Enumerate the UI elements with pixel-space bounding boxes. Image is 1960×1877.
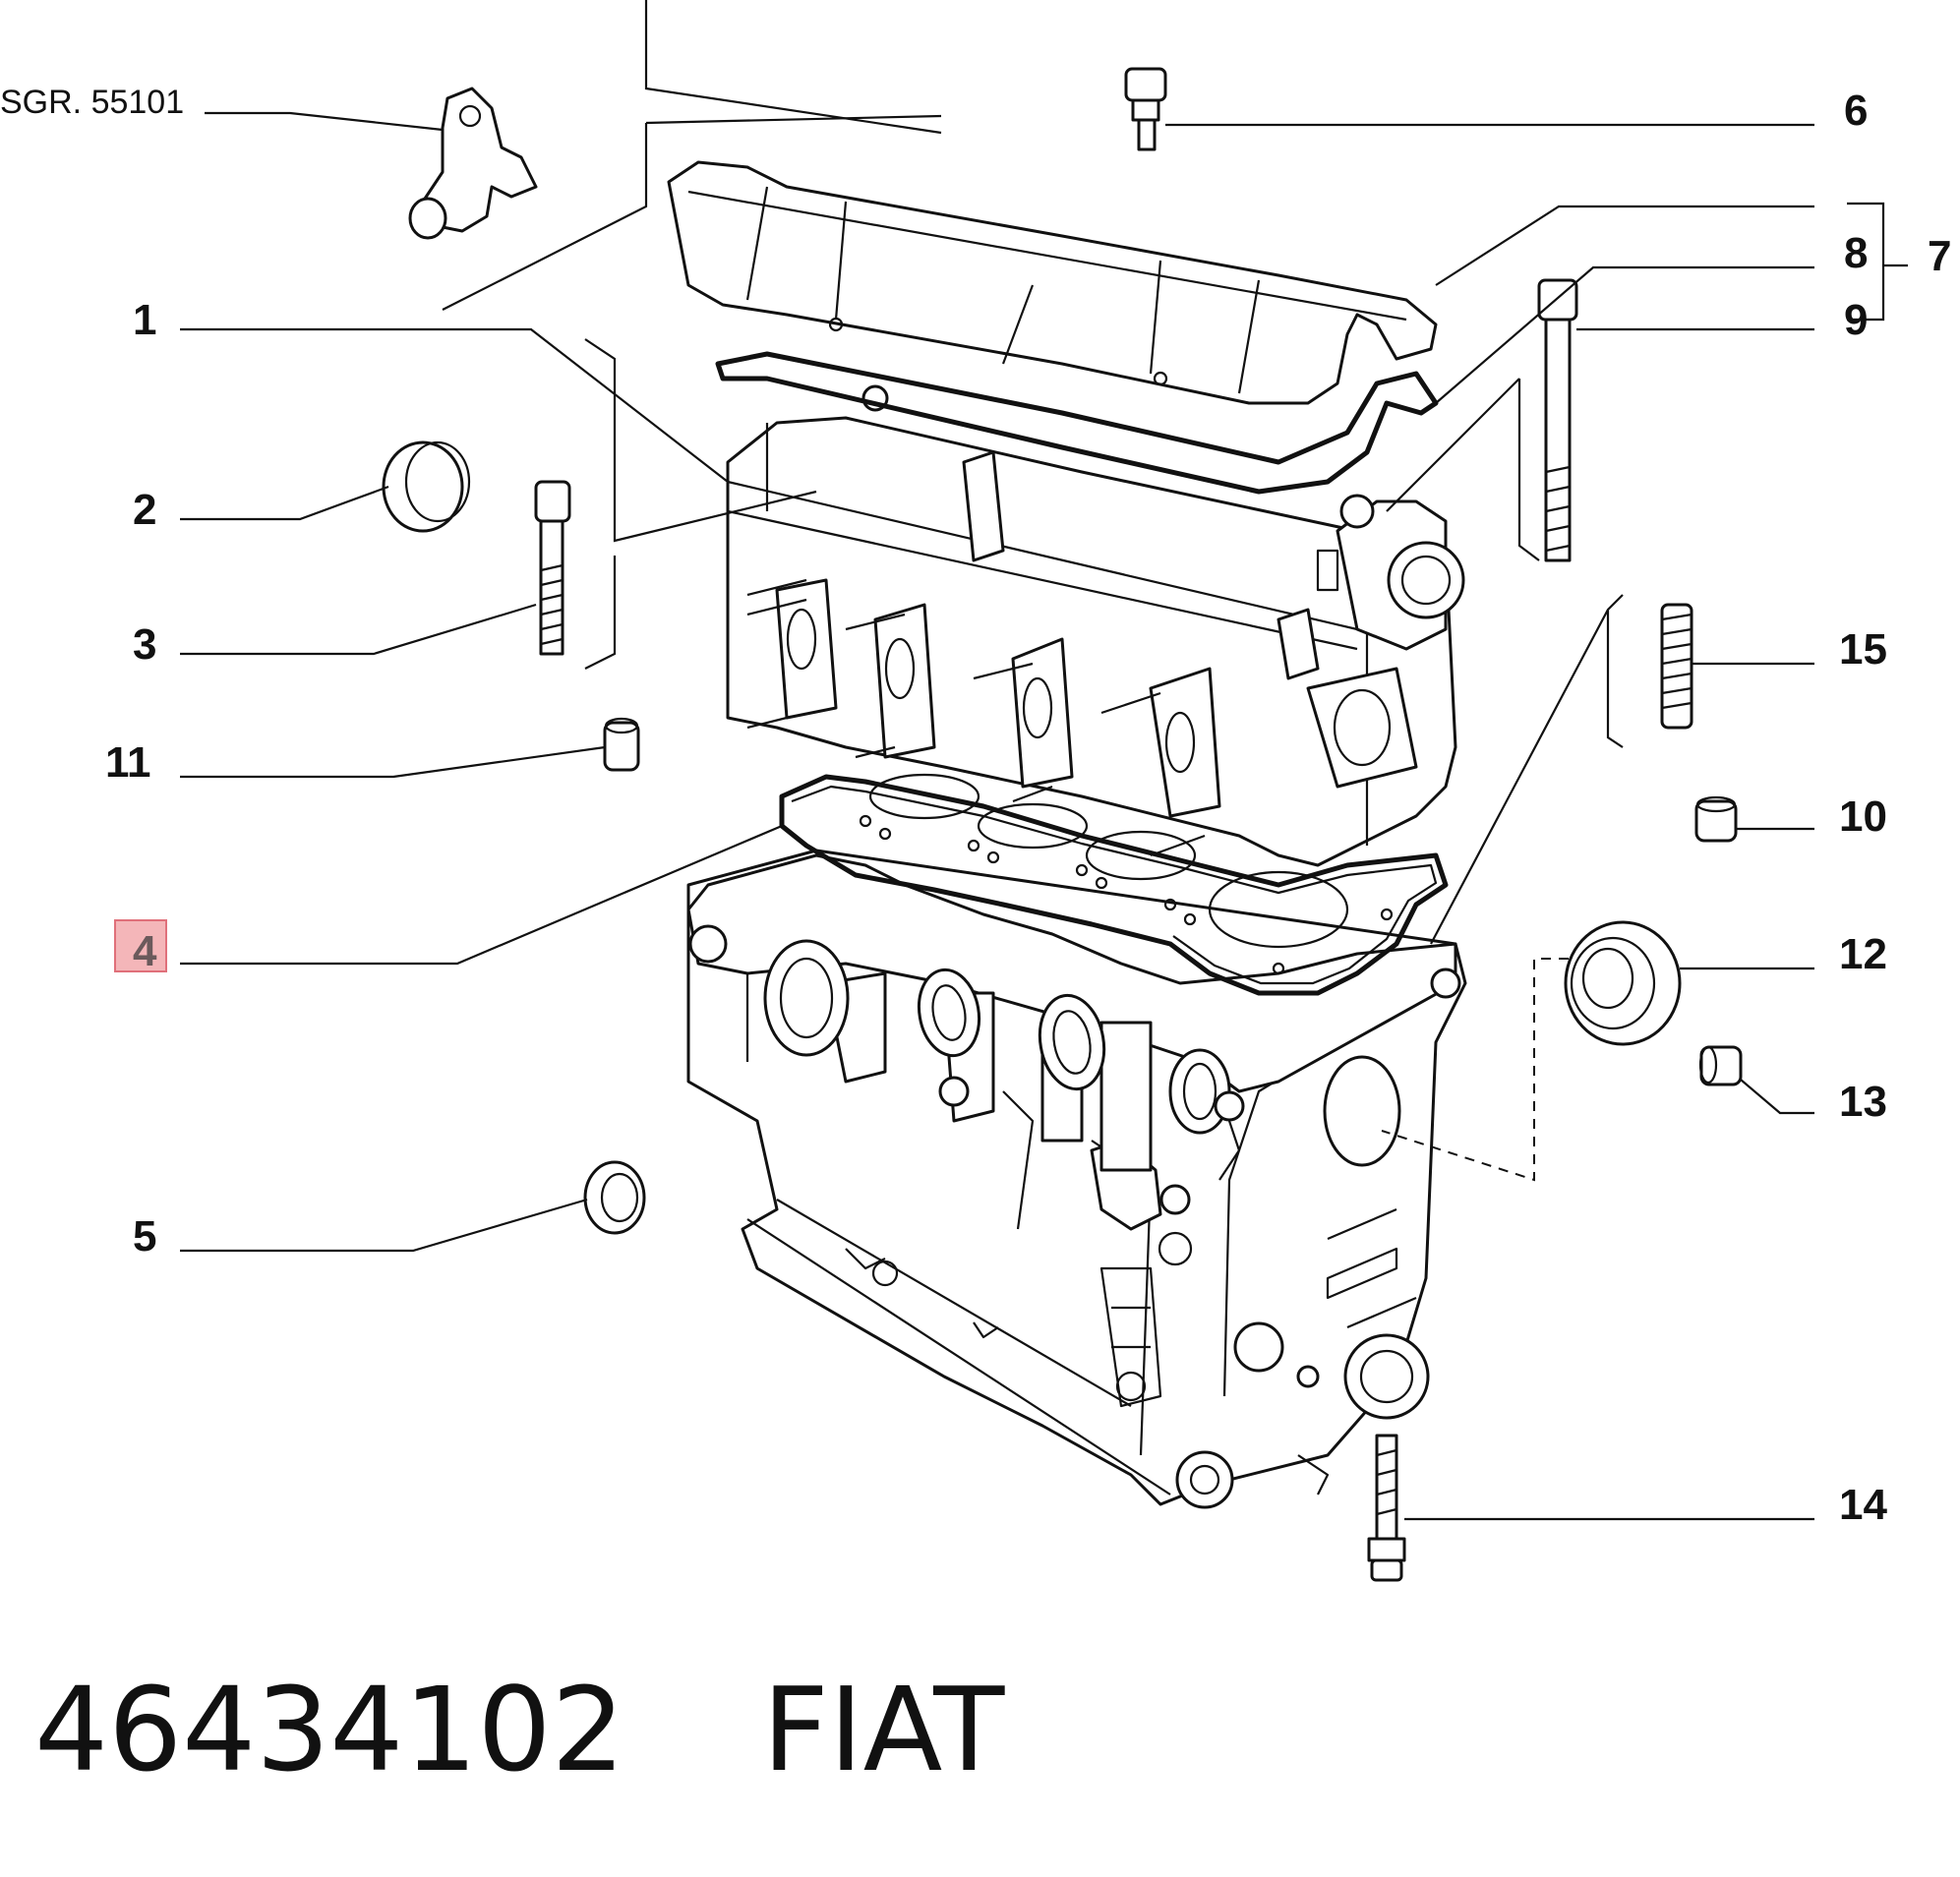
plug-part xyxy=(1698,1045,1743,1086)
head-bolt-part xyxy=(534,480,571,656)
reference-label: SGR. 55101 xyxy=(0,84,184,121)
cover-bolt-part xyxy=(1124,67,1167,151)
valve-cover xyxy=(667,160,1438,405)
callout-10[interactable]: 10 xyxy=(1839,792,1887,841)
dowel-10-part xyxy=(1694,795,1738,843)
valve-cover-gasket xyxy=(715,351,1439,495)
callout-4[interactable]: 4 xyxy=(133,927,157,975)
cylinder-head xyxy=(726,384,1465,867)
oil-seal-part xyxy=(1564,920,1682,1046)
tappet-part xyxy=(382,440,471,533)
callout-14[interactable]: 14 xyxy=(1839,1481,1887,1529)
callout-15[interactable]: 15 xyxy=(1839,625,1887,674)
callout-1[interactable]: 1 xyxy=(133,296,156,344)
block-deck xyxy=(686,853,1461,1181)
callout-3[interactable]: 3 xyxy=(133,620,156,669)
part-number: 46434102 xyxy=(34,1662,625,1797)
callout-11[interactable]: 11 xyxy=(105,738,151,787)
callout-13[interactable]: 13 xyxy=(1839,1078,1887,1126)
callout-7[interactable]: 7 xyxy=(1928,232,1951,280)
leader-lines xyxy=(180,0,1908,1521)
callout-9[interactable]: 9 xyxy=(1844,296,1868,344)
callout-8[interactable]: 8 xyxy=(1844,229,1868,277)
bolt-9-part xyxy=(1537,278,1578,562)
callout-2[interactable]: 2 xyxy=(133,486,156,534)
callout-4-highlight xyxy=(114,919,167,972)
callout-6[interactable]: 6 xyxy=(1844,87,1868,135)
bolt-14-part xyxy=(1367,1434,1406,1582)
callout-5[interactable]: 5 xyxy=(133,1212,156,1261)
dowel-part xyxy=(603,717,640,772)
sensor-part xyxy=(408,87,538,240)
head-gasket xyxy=(779,773,1449,996)
brand-name: FIAT xyxy=(762,1662,1005,1797)
seal-part xyxy=(583,1160,646,1235)
callout-12[interactable]: 12 xyxy=(1839,930,1887,978)
stud-part xyxy=(1660,603,1693,730)
